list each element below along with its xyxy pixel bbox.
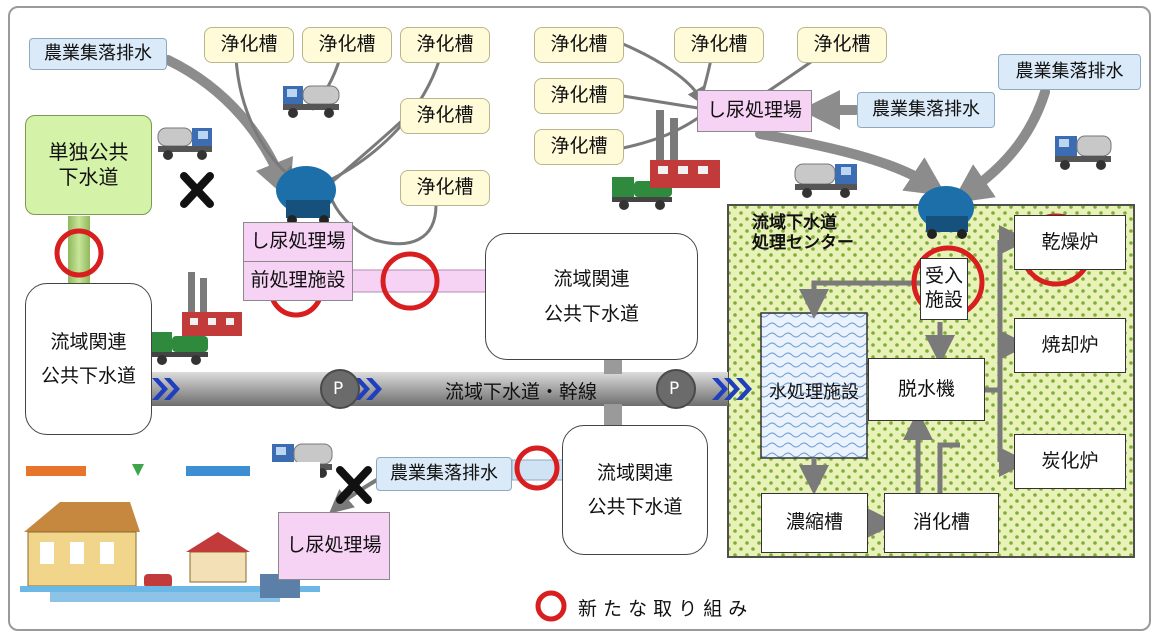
jyoka-box: 浄化槽 bbox=[400, 170, 490, 206]
factory-icon bbox=[182, 272, 242, 336]
truck-icon bbox=[283, 85, 340, 118]
jyoka-box: 浄化槽 bbox=[400, 98, 490, 134]
shinyo-pipe bbox=[351, 269, 489, 293]
pump-icon-right bbox=[656, 369, 696, 409]
trunk-connector-upper bbox=[604, 360, 622, 374]
highlight-circle bbox=[54, 228, 104, 278]
kanren-box-center: 流域関連 公共下水道 bbox=[485, 233, 698, 360]
truck-icon bbox=[794, 163, 857, 198]
arrow-nogyo-to-truck bbox=[163, 55, 294, 201]
arrow-shinyo-to-plant bbox=[755, 129, 947, 197]
tandoku-box: 単独公共 下水道 bbox=[25, 115, 152, 215]
mizushori-label: 水処理施設 bbox=[769, 382, 859, 403]
ukeire-box: 受入 施設 bbox=[920, 258, 968, 320]
jyoka-box: 浄化槽 bbox=[534, 27, 624, 63]
jyoka-box: 浄化槽 bbox=[400, 27, 490, 63]
tanka-box: 炭化炉 bbox=[1014, 434, 1126, 489]
shinyo-box-left: し尿処理場 bbox=[243, 222, 353, 262]
shinyo-box-bottom: し尿処理場 bbox=[278, 512, 390, 580]
shoukyaku-box: 焼却炉 bbox=[1014, 318, 1126, 373]
highlight-circle bbox=[514, 445, 560, 491]
legend-label: 新 た な 取 り 組 み bbox=[578, 598, 748, 620]
nogyo-box-mid-right: 農業集落排水 bbox=[857, 92, 995, 128]
line-jyoka-r5 bbox=[622, 116, 699, 150]
jyoka-box: 浄化槽 bbox=[302, 27, 392, 63]
noushuku-box: 濃縮槽 bbox=[761, 493, 868, 553]
jyoka-box: 浄化槽 bbox=[534, 129, 624, 165]
kansou-box: 乾燥炉 bbox=[1014, 215, 1126, 270]
maeshori-box: 前処理施設 bbox=[243, 261, 353, 301]
legend-circle-icon bbox=[535, 590, 567, 622]
pump-icon-left bbox=[320, 369, 360, 409]
line-jyoka-l5 bbox=[328, 194, 438, 246]
nogyo-box-top-left: 農業集落排水 bbox=[29, 38, 167, 70]
line-jyoka-l1 bbox=[234, 57, 299, 184]
highlight-circle bbox=[380, 251, 440, 311]
cross-icon bbox=[180, 172, 214, 208]
arrow-nogyo-to-plant bbox=[951, 87, 1050, 204]
garbage-truck-icon bbox=[150, 332, 208, 365]
jyoka-box: 浄化槽 bbox=[674, 27, 764, 63]
jyoka-box: 浄化槽 bbox=[534, 78, 624, 114]
jyoka-box: 浄化槽 bbox=[797, 27, 887, 63]
cross-icon bbox=[336, 466, 372, 504]
factory-icon bbox=[650, 110, 720, 188]
nogyo-box-bottom: 農業集落排水 bbox=[376, 457, 512, 491]
shouka-box: 消化槽 bbox=[884, 493, 999, 553]
plant-title: 流域下水道 処理センター bbox=[752, 213, 854, 254]
arrow-nogyo-to-bottom-shinyo bbox=[328, 476, 382, 514]
trunk-connector-lower bbox=[604, 404, 622, 426]
flow-chevrons bbox=[152, 378, 752, 400]
pump-left-label: P bbox=[333, 379, 344, 399]
vacuum-truck-icon bbox=[276, 166, 336, 225]
house-illustration-icon bbox=[20, 462, 320, 614]
kanren-box-bottom: 流域関連 公共下水道 bbox=[562, 425, 708, 555]
nogyo-box-top-right: 農業集落排水 bbox=[998, 54, 1141, 90]
arrow-ukeire-to-mizushori bbox=[799, 280, 920, 319]
line-jyoka-r4 bbox=[622, 94, 699, 110]
trunk-line-label: 流域下水道・幹線 bbox=[445, 381, 598, 403]
jyoka-box: 浄化槽 bbox=[204, 27, 294, 63]
arrow-shouka-to-dassui-2 bbox=[937, 442, 960, 495]
dassui-box: 脱水機 bbox=[868, 358, 985, 421]
pump-right-label: P bbox=[669, 379, 680, 399]
line-jyoka-l4 bbox=[324, 116, 407, 190]
trunk-pipe bbox=[148, 372, 728, 406]
truck-icon bbox=[157, 127, 212, 160]
vacuum-truck-icon bbox=[918, 186, 974, 239]
truck-icon bbox=[1055, 135, 1112, 170]
shinyo-box-top-right: し尿処理場 bbox=[697, 90, 812, 132]
line-jyoka-r1 bbox=[622, 42, 705, 106]
kanren-box-left: 流域関連 公共下水道 bbox=[25, 283, 152, 435]
